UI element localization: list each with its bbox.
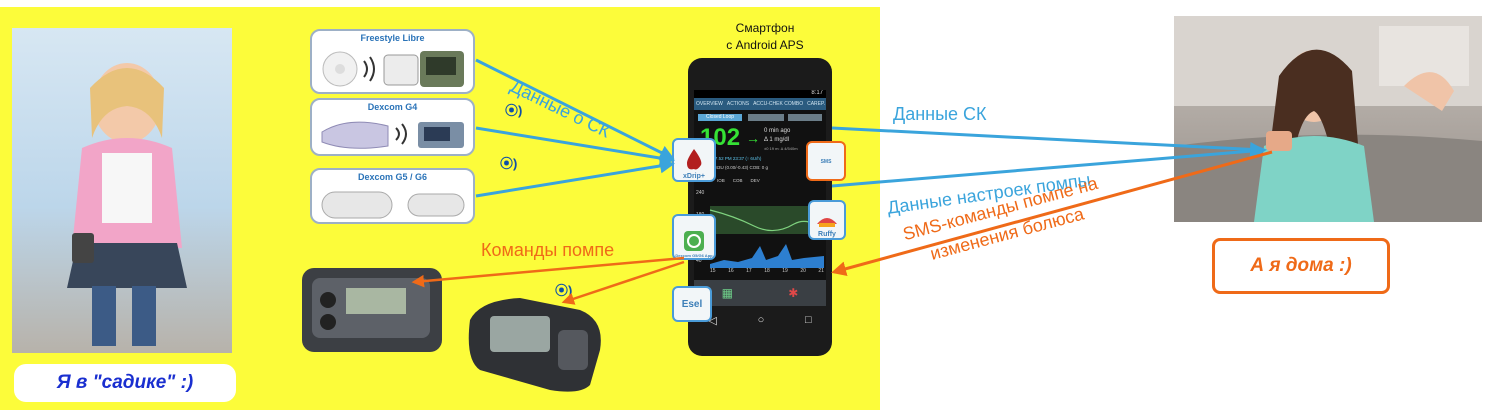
y-tick: 40 <box>696 258 702 264</box>
sensor-title: Dexcom G4 <box>367 102 418 112</box>
child-photo <box>12 28 232 353</box>
bluetooth-icon: ⦿) <box>505 103 523 118</box>
sensor-title: Dexcom G5 / G6 <box>357 172 428 182</box>
iob-line: IOB: -0.43U (0.00/-0.43) COB: 0 g <box>700 165 769 170</box>
blood-drop-icon <box>687 149 702 170</box>
x-tick: 19 <box>782 268 788 274</box>
legend-iob[interactable]: IOB <box>717 178 725 183</box>
ruffy-logo-icon <box>817 218 837 227</box>
x-tick: 16 <box>728 268 734 274</box>
tab-accu-chek-combo[interactable]: ACCU-CHEK COMBO <box>753 101 804 107</box>
phone-title-line2: с Android APS <box>726 38 804 52</box>
tab-carep[interactable]: CAREP. <box>807 101 826 107</box>
back-icon[interactable]: ◁ <box>708 314 717 327</box>
dexcom-logo-icon <box>684 231 704 251</box>
home-icon[interactable]: ○ <box>757 314 765 326</box>
sms-app-icon: SMS <box>806 141 846 181</box>
action-bar: ▦ ✱ <box>694 280 826 306</box>
recents-icon[interactable]: □ <box>804 314 812 326</box>
glucose-delta-extra: ±0 19 m: Δ 4/540m <box>764 146 798 151</box>
glucose-delta: Δ 1 mg/dl <box>764 137 790 143</box>
glucose-age: 0 min ago <box>764 128 791 134</box>
x-tick: 15 <box>710 268 716 274</box>
dexcom-g4-sensor-icon <box>321 121 464 149</box>
phone-screen: 8:17 OVERVIEW ACTIONS ACCU-CHEK COMBO CA… <box>694 90 826 306</box>
phone-title-line1: Смартфон <box>735 21 795 35</box>
bluetooth-icon: ⦿) <box>500 156 518 171</box>
arrow-settings-to-mom <box>831 143 1267 188</box>
arrow-phone-to-combo <box>411 256 685 288</box>
tab-actions[interactable]: ACTIONS <box>726 101 750 107</box>
x-tick: 18 <box>764 268 770 274</box>
status-bar: 8:17 <box>694 90 826 98</box>
label-pump-commands: Команды помпе <box>481 240 615 260</box>
dexcom-app-label: Dexcom G5/G6 App <box>675 253 713 258</box>
carbs-icon[interactable]: ✱ <box>788 286 799 300</box>
mom-caption: А я дома :) <box>1212 238 1390 294</box>
basal-line: 33% @7.52 PM 23:37 (↑ 6U/h) <box>700 156 762 161</box>
x-tick: 20 <box>800 268 806 274</box>
y-tick: 240 <box>696 190 705 196</box>
sensor-box-dexcom-g5-g6: Dexcom G5 / G6 <box>310 168 475 224</box>
trend-arrow-icon: → <box>746 130 760 146</box>
xdrip-app-icon: xDrip+ <box>672 138 716 182</box>
tab-overview[interactable]: OVERVIEW <box>696 101 723 107</box>
xdrip-label: xDrip+ <box>683 173 705 180</box>
x-axis-ticks: 15 16 17 18 19 20 21 <box>710 268 824 274</box>
accu-chek-combo-pump-icon <box>302 268 442 352</box>
sensor-box-dexcom-g4: Dexcom G4 <box>310 98 475 156</box>
calculator-icon[interactable]: ▦ <box>721 286 733 300</box>
loop-mode-button[interactable] <box>748 114 784 121</box>
arrow-libre-to-xdrip <box>475 58 675 160</box>
child-caption: Я в "садике" :) <box>14 364 236 402</box>
legend-dev[interactable]: DEV <box>750 178 760 183</box>
legend-cob[interactable]: COB <box>732 178 743 183</box>
mom-photo <box>1174 16 1482 222</box>
phone-title: Смартфон с Android APS <box>705 20 825 54</box>
freestyle-libre-sensor-icon <box>322 51 464 87</box>
x-tick: 21 <box>818 268 824 274</box>
arrow-sms-to-phone <box>831 150 1273 277</box>
arrow-g4-to-xdrip <box>475 126 675 166</box>
android-nav-bar: ◁ ○ □ <box>688 310 832 330</box>
temp-target-button[interactable] <box>788 114 822 121</box>
label-bg-data: Данные СК <box>893 104 987 124</box>
esel-label: Esel <box>681 298 703 310</box>
x-tick: 17 <box>746 268 752 274</box>
dexcom-app-icon: Dexcom G5/G6 App <box>672 214 716 260</box>
sensor-box-freestyle-libre: Freestyle Libre <box>310 29 475 94</box>
arrow-g5-to-xdrip <box>475 158 675 198</box>
esel-app-icon: Esel <box>672 286 712 322</box>
ruffy-app-icon: Ruffy <box>808 200 846 240</box>
sms-label: SMS <box>820 159 832 165</box>
dexcom-g5-g6-sensor-icon <box>321 191 465 219</box>
sensor-title: Freestyle Libre <box>360 33 425 43</box>
closed-loop-button[interactable]: Closed Loop <box>698 114 742 121</box>
status-time: 8:17 <box>811 90 823 96</box>
tab-bar: OVERVIEW ACTIONS ACCU-CHEK COMBO CAREP. <box>694 98 826 110</box>
arrow-bg-to-mom <box>831 126 1265 157</box>
ruffy-label: Ruffy <box>818 231 836 238</box>
arrow-phone-to-insight <box>561 260 685 305</box>
accu-chek-insight-pump-icon <box>468 298 601 392</box>
